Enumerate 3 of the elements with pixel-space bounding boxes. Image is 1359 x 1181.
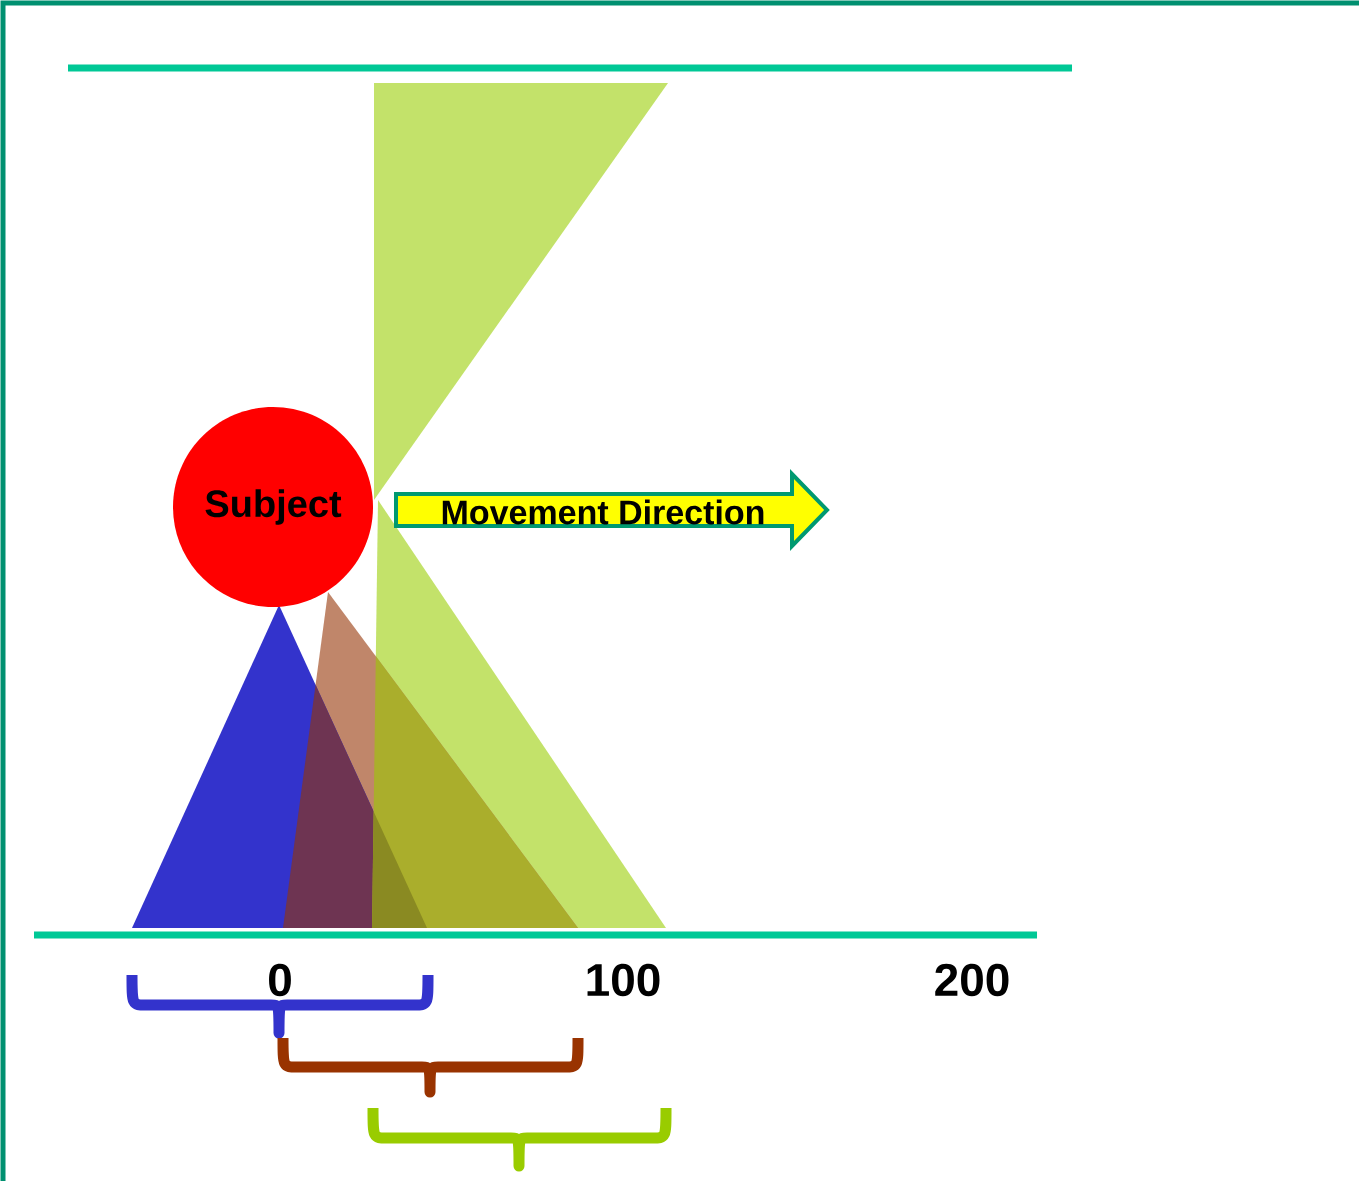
axis-label: 200 xyxy=(935,963,1009,997)
axis-label: 100 xyxy=(587,963,660,997)
axis-label: 0 xyxy=(269,963,291,997)
